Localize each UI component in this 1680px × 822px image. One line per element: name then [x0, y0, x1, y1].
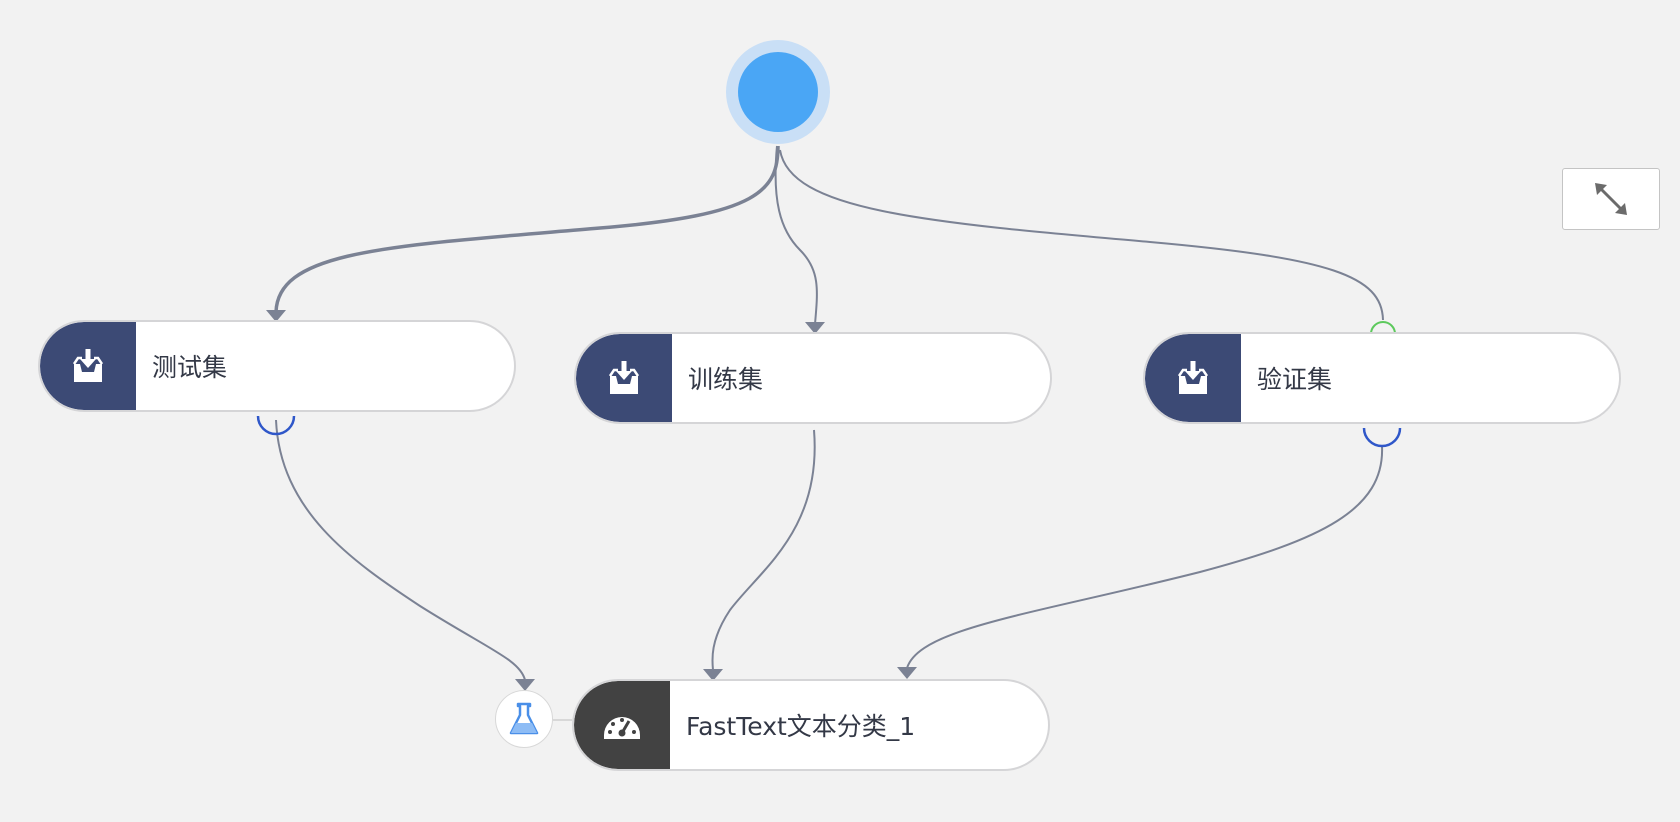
node-label: FastText文本分类_1 — [686, 712, 916, 741]
edge-train-set-to-fasttext[interactable] — [711, 429, 816, 671]
node-icon-box — [40, 322, 136, 410]
output-port-val-set[interactable] — [1362, 427, 1402, 448]
edge-start-to-test-set[interactable] — [274, 145, 780, 313]
node-label: 验证集 — [1257, 365, 1333, 394]
dataset-inbox-icon — [608, 361, 640, 394]
edge-test-set-to-eval[interactable] — [275, 419, 526, 681]
dashboard-gauge-icon — [604, 717, 640, 739]
output-port-test-set[interactable] — [256, 415, 296, 436]
node-label: 训练集 — [688, 365, 764, 394]
edge-val-set-to-fasttext[interactable] — [906, 445, 1384, 669]
edge-arrow-fasttext-right — [897, 667, 917, 679]
node-train-set[interactable]: 训练集 — [574, 332, 1052, 424]
start-circle-icon — [738, 52, 818, 132]
node-test-set[interactable]: 测试集 — [38, 320, 516, 412]
fit-view-button[interactable] — [1562, 168, 1660, 230]
node-val-set[interactable]: 验证集 — [1143, 332, 1621, 424]
node-label: 测试集 — [152, 353, 228, 382]
node-icon-box — [576, 334, 672, 422]
dataset-inbox-icon — [1177, 361, 1209, 394]
node-icon-box — [574, 681, 670, 769]
edge-start-to-val-set[interactable] — [779, 149, 1384, 321]
eval-badge[interactable] — [495, 690, 553, 748]
edge-start-to-train-set[interactable] — [774, 145, 818, 325]
start-node[interactable] — [726, 40, 830, 144]
node-fasttext-classifier[interactable]: FastText文本分类_1 — [572, 679, 1050, 771]
expand-arrows-icon — [1595, 183, 1627, 215]
flask-icon — [509, 702, 539, 735]
node-icon-box — [1145, 334, 1241, 422]
dataset-inbox-icon — [72, 349, 104, 382]
